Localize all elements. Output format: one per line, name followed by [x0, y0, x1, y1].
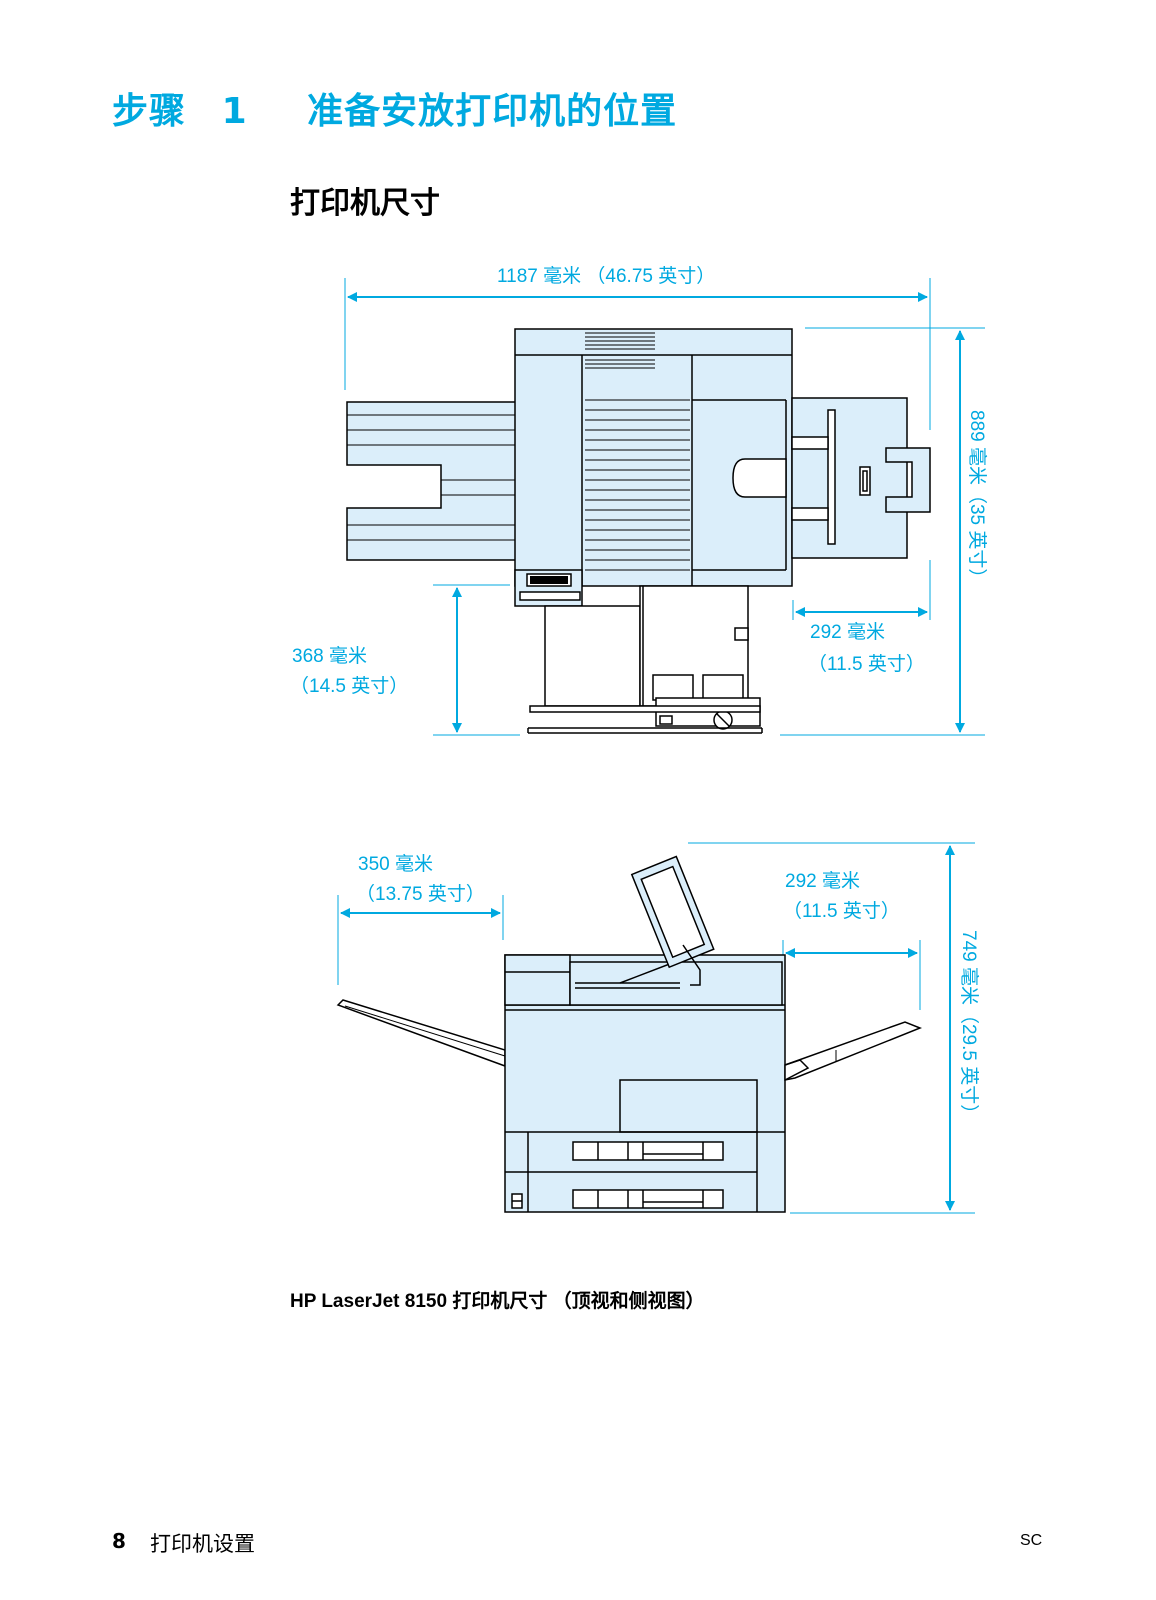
footer-language: SC [1020, 1532, 1043, 1549]
side-left-label-line2: （13.75 英寸） [356, 884, 485, 905]
left-clearance-label-line2: （14.5 英寸） [290, 676, 409, 697]
side-right-label-line1: 292 毫米 [785, 871, 860, 892]
side-view-drawing [336, 842, 975, 1214]
left-clearance-label-line1: 368 毫米 [292, 646, 367, 667]
section-title: 打印机尺寸 [290, 186, 440, 221]
side-right-label-line2: （11.5 英寸） [783, 901, 900, 922]
tray-extension-label-line1: 292 毫米 [810, 622, 885, 643]
step-heading: 步骤 1 准备安放打印机的位置 [112, 82, 677, 134]
step-label: 步骤 [112, 91, 187, 132]
top-view-drawing [344, 278, 985, 736]
side-left-label-line1: 350 毫米 [358, 854, 433, 875]
figure-caption: HP LaserJet 8150 打印机尺寸 （顶视和侧视图） [290, 1291, 705, 1312]
step-number: 1 [221, 91, 248, 132]
page-number: 8 [112, 1529, 126, 1553]
footer-section: 打印机设置 [150, 1532, 255, 1556]
tray-extension-label-line2: （11.5 英寸） [808, 654, 925, 675]
side-height-label: 749 毫米（29.5 英寸） [958, 930, 979, 1124]
top-width-label: 1187 毫米 （46.75 英寸） [497, 266, 716, 287]
top-depth-label: 889 毫米（35 英寸） [966, 410, 987, 588]
step-title: 准备安放打印机的位置 [307, 91, 678, 132]
